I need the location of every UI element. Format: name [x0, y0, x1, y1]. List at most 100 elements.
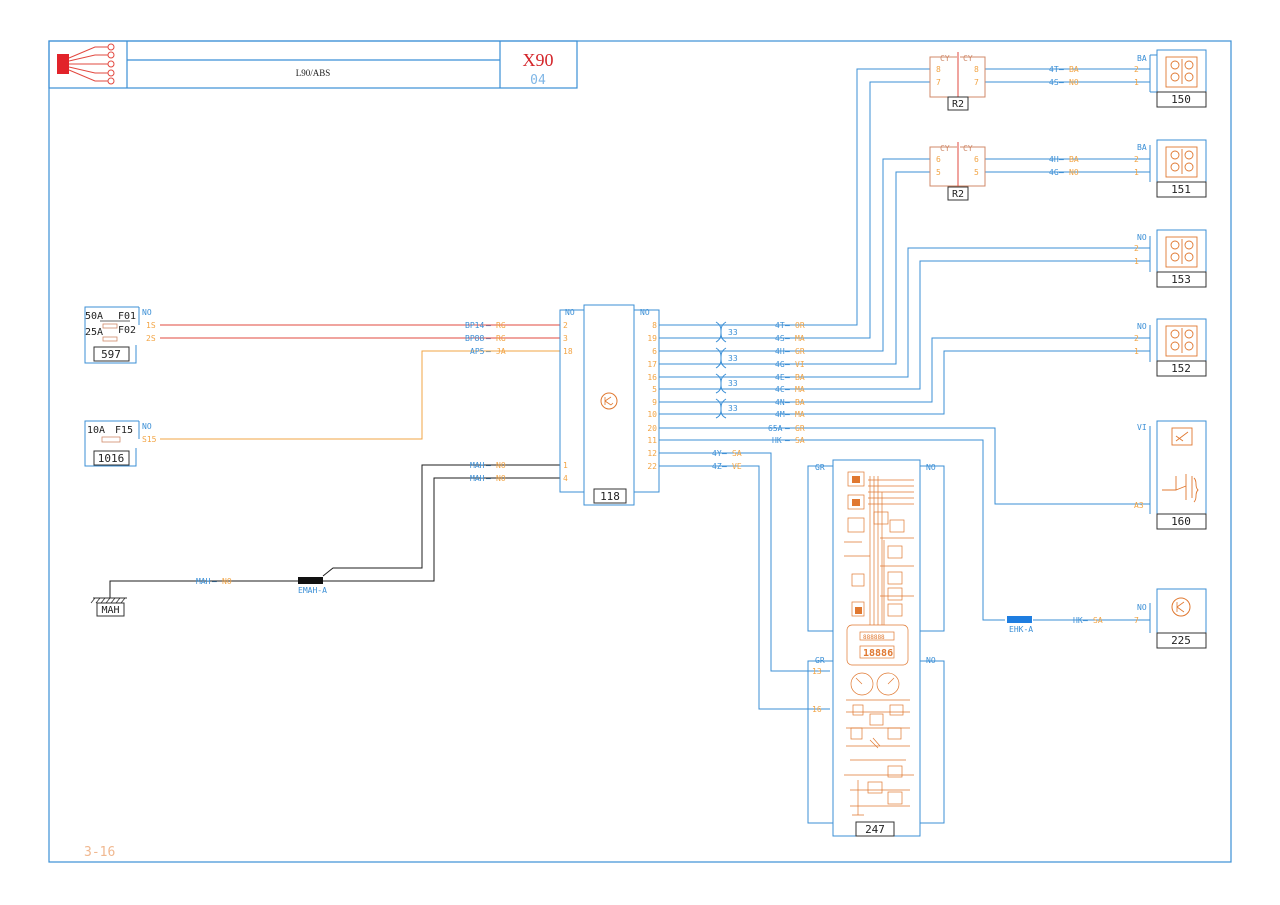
svg-text:A3: A3	[1134, 501, 1144, 510]
svg-text:BP14: BP14	[465, 321, 484, 330]
wire-4s	[659, 81, 930, 339]
svg-text:MAH: MAH	[470, 461, 485, 470]
svg-text:BA: BA	[795, 398, 805, 407]
wire-4z	[659, 465, 830, 710]
svg-text:GR: GR	[795, 347, 805, 356]
wire-4g	[659, 171, 930, 365]
sensor-151-wire-labels: 4H—BA 4G—NO	[1049, 155, 1079, 177]
svg-text:4M: 4M	[775, 410, 785, 419]
svg-text:GR: GR	[795, 424, 805, 433]
svg-text:—: —	[1059, 155, 1064, 164]
diag-icon	[1171, 597, 1191, 617]
svg-text:CY: CY	[940, 144, 950, 153]
svg-text:—: —	[1059, 65, 1064, 74]
diag-socket-225: 225 NO 7	[1134, 588, 1207, 649]
svg-text:NO: NO	[1137, 233, 1147, 242]
wire-mah-4	[323, 477, 560, 582]
svg-text:—: —	[722, 449, 727, 458]
fusebox-597-pin2: 2S	[146, 334, 156, 343]
diagram-title: L90/ABS	[296, 68, 331, 78]
svg-text:NO: NO	[926, 656, 936, 665]
svg-text:SA: SA	[1093, 616, 1103, 625]
wire-4m	[659, 350, 1150, 415]
svg-text:2: 2	[1134, 155, 1139, 164]
svg-text:16: 16	[812, 705, 822, 714]
abs-118-left-labels: BP14 — RG 2 BP88 — RG 3 AP5 — JA 18 MAH …	[465, 321, 573, 483]
sensor-150-wire-labels: 4T—BA 4S—NO	[1049, 65, 1079, 87]
fuse-f01-ref: F01	[118, 311, 136, 322]
fusebox-1016-pin: S15	[142, 435, 157, 444]
svg-text:NO: NO	[1137, 322, 1147, 331]
cluster-display-top: 888888	[863, 634, 885, 641]
svg-text:6: 6	[936, 155, 941, 164]
svg-text:2: 2	[563, 321, 568, 330]
svg-text:—: —	[785, 321, 790, 330]
svg-text:NO: NO	[926, 463, 936, 472]
wheel-sensor-icon	[1165, 146, 1198, 178]
svg-text:20: 20	[647, 424, 657, 433]
svg-text:—: —	[785, 334, 790, 343]
instrument-cluster-247: 247 GR NO GR NO 13 16	[807, 459, 945, 837]
svg-text:—: —	[722, 462, 727, 471]
sensor-151-id: 151	[1171, 183, 1191, 196]
svg-text:—: —	[785, 373, 790, 382]
svg-text:VI: VI	[795, 360, 805, 369]
svg-text:MA: MA	[795, 385, 805, 394]
svg-text:—: —	[785, 398, 790, 407]
svg-text:16: 16	[647, 373, 657, 382]
relay-r2-top: R2 CY CY 8 7 8 7	[929, 52, 986, 111]
fuse-f02-ref: F02	[118, 325, 136, 336]
drawing-frame	[48, 40, 1232, 863]
svg-text:—: —	[785, 424, 790, 433]
svg-text:MA: MA	[795, 410, 805, 419]
svg-text:BA: BA	[1069, 65, 1079, 74]
svg-text:OR: OR	[795, 321, 805, 330]
svg-text:NO: NO	[1137, 603, 1147, 612]
svg-text:—: —	[785, 360, 790, 369]
svg-text:2: 2	[1134, 334, 1139, 343]
fusebox-1016-color: NO	[142, 422, 152, 431]
wire-ap5	[160, 350, 560, 440]
svg-text:65A: 65A	[768, 424, 783, 433]
svg-text:1: 1	[1134, 347, 1139, 356]
twist-label-3: 33	[728, 379, 738, 388]
svg-text:4H: 4H	[1049, 155, 1059, 164]
fuse-f15-ref: F15	[115, 425, 133, 436]
switch-160-id: 160	[1171, 515, 1191, 528]
svg-text:12: 12	[647, 449, 657, 458]
svg-text:19: 19	[647, 334, 657, 343]
svg-text:7: 7	[974, 78, 979, 87]
abs-icon	[600, 392, 618, 410]
svg-text:BA: BA	[795, 373, 805, 382]
svg-text:1: 1	[1134, 78, 1139, 87]
svg-text:7: 7	[1134, 616, 1139, 625]
svg-text:JA: JA	[496, 347, 506, 356]
abs-118-id: 118	[600, 490, 620, 503]
svg-text:—: —	[785, 436, 790, 445]
svg-text:BA: BA	[1137, 54, 1147, 63]
svg-text:4Z: 4Z	[712, 462, 722, 471]
twist-label-1: 33	[728, 328, 738, 337]
cluster-display-main: 18886	[863, 648, 893, 659]
svg-text:GR: GR	[815, 656, 825, 665]
svg-text:2: 2	[1134, 65, 1139, 74]
fuse-f01-rating: 50A	[85, 311, 103, 322]
svg-text:NO: NO	[1069, 168, 1079, 177]
svg-text:18: 18	[563, 347, 573, 356]
svg-text:—: —	[486, 334, 491, 343]
svg-text:4T: 4T	[775, 321, 785, 330]
svg-text:BP88: BP88	[465, 334, 484, 343]
sensor-153-id: 153	[1171, 273, 1191, 286]
svg-text:4H: 4H	[775, 347, 785, 356]
svg-text:8: 8	[936, 65, 941, 74]
sensor-152-id: 152	[1171, 362, 1191, 375]
diagram-code: X90	[523, 50, 554, 70]
ground-connector	[298, 577, 323, 584]
sheet-number: 04	[530, 73, 546, 88]
svg-text:11: 11	[647, 436, 657, 445]
svg-text:—: —	[1059, 78, 1064, 87]
svg-text:4G: 4G	[1049, 168, 1059, 177]
ground-wire-name: MAH	[196, 577, 211, 586]
cluster-247-id: 247	[865, 823, 885, 836]
